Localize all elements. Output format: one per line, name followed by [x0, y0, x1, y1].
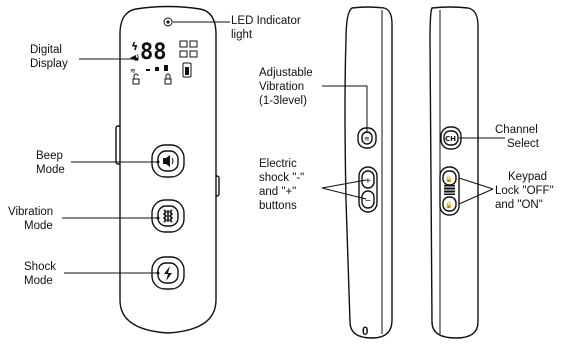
- side-view-right: CH 🔓 🔒: [429, 6, 479, 339]
- ch-label: CH: [445, 135, 456, 143]
- shock-button[interactable]: [151, 256, 185, 290]
- plus-label: +: [365, 176, 371, 187]
- side-left-labels: Adjustable Vibration (1-3level) Electric…: [259, 67, 368, 212]
- lock-open-shackle: [133, 73, 139, 79]
- mini-channel-icon-3: [179, 50, 188, 58]
- label-shock-1: Electric: [259, 158, 297, 170]
- display-digits: 88: [140, 40, 167, 65]
- keypad-lock-switch[interactable]: 🔓 🔒: [439, 166, 460, 216]
- speaker-icon: [163, 155, 170, 167]
- mini-channel-icon-4: [189, 50, 198, 58]
- label-vibration-1: Vibration: [8, 206, 53, 218]
- vibration-icon: ≋: [364, 135, 370, 143]
- label-channel-1: Channel: [495, 124, 538, 136]
- front-labels: LED Indicator light Digital Display Beep…: [8, 15, 301, 287]
- lock-closed-icon: [164, 78, 172, 85]
- vibration-icon: [162, 209, 174, 223]
- lightning-icon: ϟ: [131, 40, 138, 53]
- label-adjvib-3: (1-3level): [259, 95, 307, 107]
- mini-channel-icon-2: [189, 40, 198, 48]
- front-view: ϟ ◀) 88 ≋: [115, 5, 220, 334]
- battery-icon: [182, 62, 192, 78]
- vibration-status-icon: ≋: [130, 67, 136, 75]
- side-view-left: 0 ≋ + −: [344, 6, 393, 339]
- channel-select-button[interactable]: CH: [440, 126, 462, 150]
- adjustable-vibration-button[interactable]: ≋: [357, 127, 377, 149]
- led-indicator-icon: [163, 17, 173, 27]
- label-led-1: LED Indicator: [231, 15, 301, 27]
- lock-icon: 🔒: [445, 201, 452, 209]
- lock-on-position: [442, 196, 457, 212]
- label-adjvib-2: Vibration: [259, 81, 304, 93]
- mini-channel-icon-1: [179, 40, 188, 48]
- label-shock-2: Mode: [24, 275, 53, 287]
- level-bar-2: [155, 67, 159, 71]
- label-keypad-3: and "ON": [495, 199, 543, 211]
- shock-minus-button[interactable]: [361, 190, 375, 209]
- lightning-icon: [164, 266, 172, 281]
- shock-plus-minus-buttons: + −: [358, 166, 378, 213]
- label-shock-1: Shock: [24, 261, 56, 273]
- lock-open-icon: [132, 78, 140, 85]
- label-display-1: Digital: [30, 44, 62, 56]
- minus-label: −: [365, 196, 371, 207]
- led-dot: [166, 20, 170, 24]
- label-shock-2: shock "-": [259, 172, 304, 184]
- digital-display: ϟ ◀) 88 ≋: [130, 40, 198, 85]
- level-bar-1: [146, 69, 150, 71]
- battery-fill: [185, 67, 189, 75]
- label-beep-2: Mode: [36, 164, 65, 176]
- label-shock-4: buttons: [259, 200, 297, 212]
- beep-button[interactable]: [151, 144, 185, 178]
- lock-closed-shackle: [165, 73, 171, 79]
- label-led-2: light: [231, 29, 253, 41]
- shock-plus-button[interactable]: [361, 170, 375, 189]
- level-bar-3: [164, 65, 168, 71]
- label-shock-3: and "+": [259, 186, 296, 198]
- speaker-icon: ◀): [130, 53, 139, 62]
- label-keypad-1: Keypad: [508, 171, 547, 183]
- unlock-icon: 🔓: [445, 175, 452, 183]
- label-keypad-2: Lock "OFF": [495, 185, 554, 197]
- side-right-labels: Channel Select Keypad Lock "OFF" and "ON…: [458, 124, 554, 211]
- label-vibration-2: Mode: [24, 220, 53, 232]
- label-display-2: Display: [30, 58, 68, 70]
- label-beep-1: Beep: [36, 150, 63, 162]
- vibration-button[interactable]: [151, 199, 185, 233]
- label-channel-2: Select: [507, 138, 540, 150]
- bottom-mark: 0: [362, 326, 368, 338]
- label-adjvib-1: Adjustable: [259, 67, 313, 79]
